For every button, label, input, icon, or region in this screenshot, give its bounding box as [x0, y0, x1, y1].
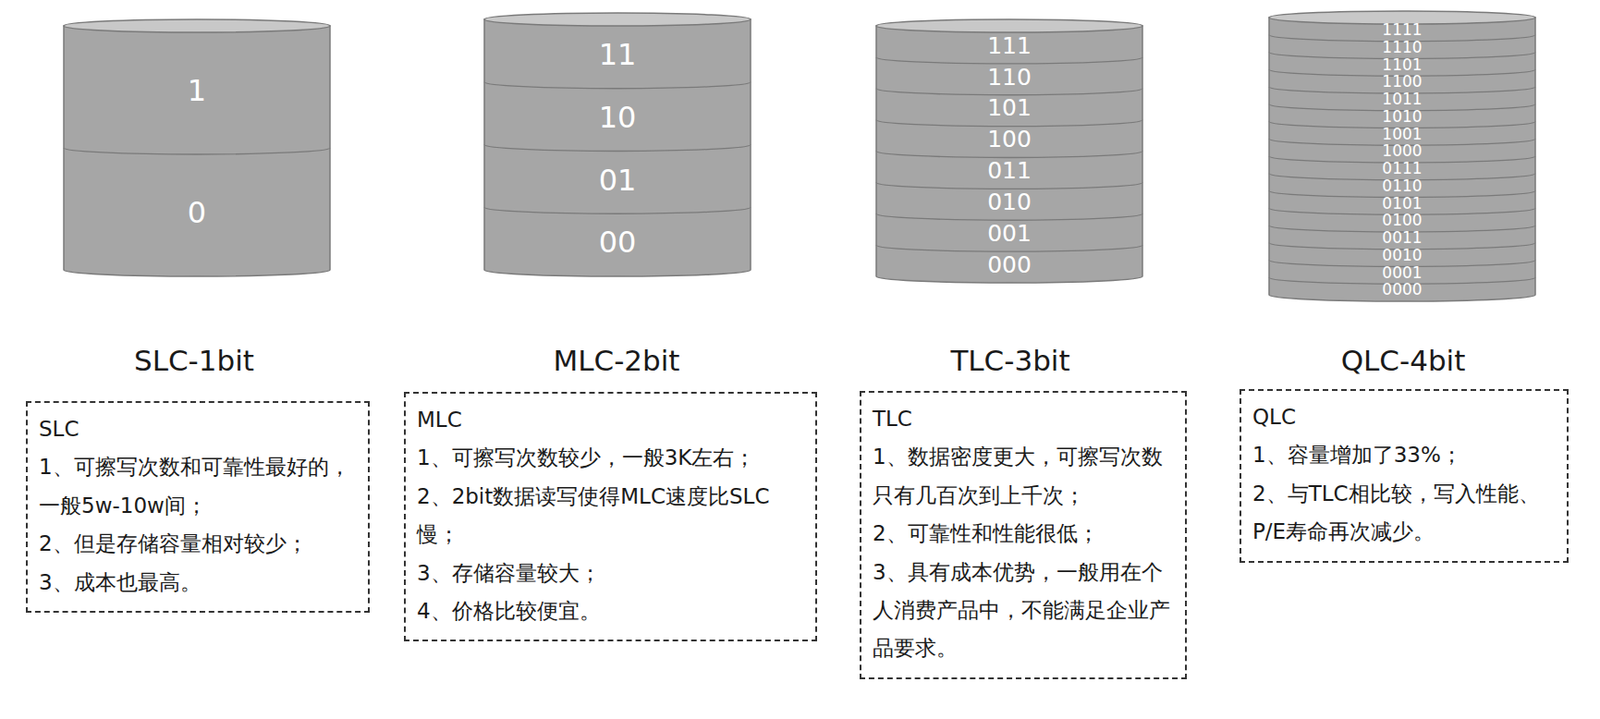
box-item: 2、与TLC相比较，写入性能、P/E寿命再次减少。 — [1252, 475, 1556, 552]
cylinder-shape — [62, 18, 331, 278]
cell-cylinder: 1111111011011100101110101001100001110110… — [1268, 10, 1537, 303]
bit-label: 0001 — [1268, 265, 1537, 281]
layer-boundary — [484, 145, 751, 152]
bit-label: 00 — [483, 227, 752, 257]
layer-boundary — [484, 207, 751, 214]
layer-boundary — [876, 120, 1143, 127]
type-title: TLC-3bit — [950, 343, 1070, 378]
cylinder-body — [484, 19, 751, 277]
bit-label: 1101 — [1268, 57, 1537, 74]
cylinder-top — [63, 19, 330, 33]
cylinder-top — [876, 19, 1143, 33]
bit-label: 000 — [875, 253, 1144, 277]
box-item: 4、价格比较便宜。 — [416, 592, 805, 631]
bit-label: 110 — [875, 65, 1144, 89]
bit-label: 11 — [483, 39, 752, 70]
box-heading: SLC — [38, 410, 357, 449]
bit-label: 101 — [875, 96, 1144, 120]
bit-label: 1100 — [1268, 73, 1537, 90]
bit-label: 001 — [875, 221, 1144, 245]
type-title: SLC-1bit — [134, 343, 255, 378]
layer-boundary — [876, 57, 1143, 64]
bit-label: 011 — [875, 158, 1144, 183]
layer-boundary — [876, 244, 1143, 252]
box-item: 3、成本也最高。 — [38, 563, 357, 602]
layer-boundary — [876, 88, 1143, 96]
box-item: 1、容量增加了33%； — [1252, 436, 1556, 475]
box-item: 1、可擦写次数较少，一般3K左右； — [416, 439, 805, 477]
type-title: QLC-4bit — [1341, 343, 1466, 378]
cylinder-body — [63, 25, 330, 277]
cylinder-top — [484, 12, 751, 26]
box-item: 2、2bit数据读写使得MLC速度比SLC慢； — [416, 477, 805, 555]
bit-label: 10 — [483, 102, 752, 133]
box-item: 3、存储容量较大； — [416, 554, 805, 593]
box-item: 3、具有成本优势，一般用在个人消费产品中，不能满足企业产品要求。 — [872, 553, 1174, 669]
description-box: QLC1、容量增加了33%；2、与TLC相比较，写入性能、P/E寿命再次减少。 — [1239, 389, 1569, 563]
box-item: 1、可擦写次数和可靠性最好的，一般5w-10w间； — [38, 448, 357, 526]
bit-label: 1011 — [1268, 91, 1537, 108]
box-item: 2、可靠性和性能很低； — [872, 514, 1174, 553]
bit-label: 0010 — [1268, 247, 1537, 264]
layer-boundary — [63, 147, 330, 155]
box-item: 2、但是存储容量相对较少； — [38, 525, 357, 563]
cell-cylinder: 10 — [62, 18, 331, 278]
box-heading: QLC — [1252, 398, 1556, 437]
bit-label: 0011 — [1268, 230, 1537, 246]
cell-cylinder: 11 10 01 00 — [483, 12, 752, 278]
layer-boundary — [484, 82, 751, 89]
description-box: TLC1、数据密度更大，可擦写次数只有几百次到上千次；2、可靠性和性能很低；3、… — [859, 390, 1187, 680]
bit-label: 1110 — [1268, 39, 1537, 56]
bit-label: 1 — [62, 75, 331, 106]
bit-label: 01 — [483, 165, 752, 196]
cell-cylinder: 111 110 101 100 011 010 001 000 — [875, 18, 1144, 284]
layer-boundary — [876, 182, 1143, 189]
bit-label: 1001 — [1268, 126, 1537, 143]
bit-label: 0110 — [1268, 178, 1537, 195]
bit-label: 010 — [875, 190, 1144, 214]
cylinder-body — [876, 25, 1143, 283]
bit-label: 0111 — [1268, 160, 1537, 177]
bit-label: 111 — [875, 34, 1144, 58]
box-item: 1、数据密度更大，可擦写次数只有几百次到上千次； — [872, 438, 1174, 515]
type-title: MLC-2bit — [552, 343, 680, 378]
bit-label: 1000 — [1268, 143, 1537, 159]
description-box: MLC1、可擦写次数较少，一般3K左右；2、2bit数据读写使得MLC速度比SL… — [403, 391, 818, 642]
layer-boundary — [876, 151, 1143, 159]
layer-boundary — [876, 213, 1143, 220]
bit-label: 1111 — [1268, 22, 1537, 38]
bit-label: 0101 — [1268, 195, 1537, 212]
box-heading: MLC — [416, 401, 805, 440]
cylinder-body — [1269, 17, 1536, 302]
bit-label: 0100 — [1268, 212, 1537, 229]
box-heading: TLC — [872, 400, 1174, 439]
bit-label: 100 — [875, 127, 1144, 151]
bit-label: 0 — [62, 197, 331, 228]
description-box: SLC1、可擦写次数和可靠性最好的，一般5w-10w间；2、但是存储容量相对较少… — [25, 401, 370, 613]
bit-label: 1010 — [1268, 109, 1537, 125]
bit-label: 0000 — [1268, 281, 1537, 298]
